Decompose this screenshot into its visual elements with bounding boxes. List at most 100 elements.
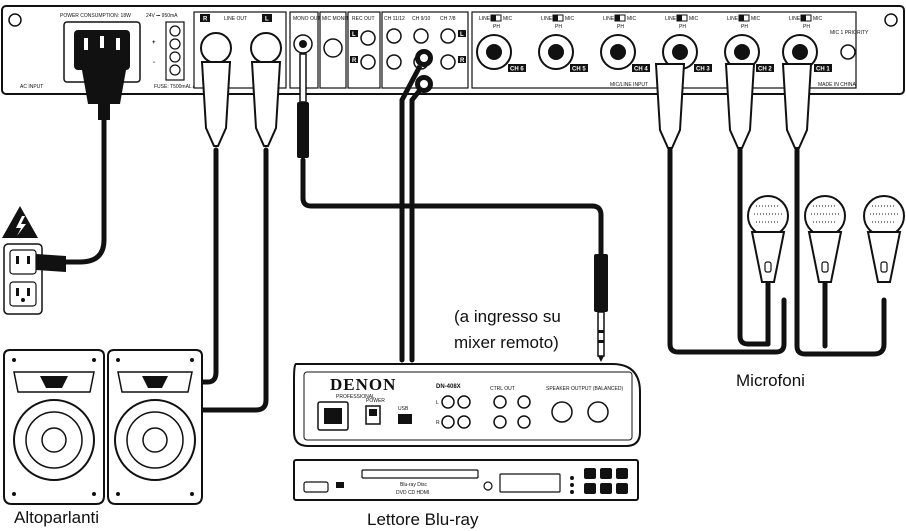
power-plug-head — [82, 70, 126, 104]
denon-xlr-out-r[interactable] — [587, 401, 609, 423]
line-switch-text: LINE- — [727, 16, 740, 22]
made-in-text: MADE IN CHINA — [818, 82, 856, 88]
aux-r-label: R — [460, 58, 465, 64]
denon-rca-r1[interactable] — [441, 415, 455, 429]
denon-rca-r2[interactable] — [457, 415, 471, 429]
bluray-btn-4[interactable] — [584, 483, 596, 494]
channel-4: LINE- MIC PH CH 4 — [600, 14, 650, 73]
ch-9-10-l-jack[interactable] — [413, 28, 429, 44]
dc-terminal-4[interactable] — [169, 64, 181, 76]
plus-text: + — [152, 40, 156, 46]
minus-text: - — [153, 60, 155, 66]
mic-plug-ch1 — [781, 63, 813, 149]
speakers — [3, 349, 203, 505]
dc-terminal-3[interactable] — [169, 51, 181, 63]
mic-cable-3 — [794, 147, 887, 357]
ch4-label: CH 4 — [634, 67, 648, 73]
mic-switch-text: MIC — [689, 16, 699, 22]
bluray-disc-tray[interactable] — [361, 469, 479, 479]
ph-text: PH — [741, 24, 748, 30]
power-consumption-text: POWER CONSUMPTION: 18W — [60, 13, 131, 19]
outlet-socket-bottom[interactable] — [9, 281, 37, 307]
denon-brand: DENON — [330, 375, 396, 394]
mic-switch-text: MIC — [503, 16, 513, 22]
connectors — [82, 53, 813, 362]
denon-rca-extra-1[interactable] — [517, 395, 531, 409]
denon-ctrl-out-text: CTRL OUT — [490, 386, 515, 392]
line-switch-text: LINE- — [603, 16, 616, 22]
rec-out-r-jack[interactable] — [360, 54, 376, 70]
denon-dn408x: DENON PROFESSIONAL DN-408X POWER USB L R… — [293, 363, 641, 447]
dc-terminal-1[interactable] — [169, 25, 181, 37]
bluray-power-button[interactable] — [303, 481, 329, 493]
bluray-disc-text: Blu-ray Disc — [400, 482, 427, 488]
wall-plug — [36, 254, 66, 272]
mic-monitor-jack[interactable] — [323, 38, 343, 58]
denon-usb-port[interactable] — [398, 414, 412, 424]
remote-jack-plug — [594, 254, 608, 312]
bluray-btn-1[interactable] — [584, 468, 596, 479]
denon-ctrl-out-r[interactable] — [493, 415, 507, 429]
microphone-3 — [863, 195, 905, 283]
denon-l-text: L — [436, 400, 439, 406]
mixer-rear-panel: POWER CONSUMPTION: 18W 24V ⎓ 950mA AC IN… — [1, 5, 905, 102]
mic-plug-ch2 — [724, 63, 756, 149]
ch-11-12-l-jack[interactable] — [386, 28, 402, 44]
microphone-1 — [747, 195, 789, 283]
rec-out-text: REC OUT — [352, 16, 375, 22]
mic-cable-1 — [667, 147, 787, 355]
denon-power-text: POWER — [366, 398, 385, 404]
bluray-btn-3[interactable] — [616, 468, 628, 479]
aux-l-label: L — [460, 32, 464, 38]
bluray-btn-2[interactable] — [600, 468, 612, 479]
mono-jack-plug — [297, 102, 309, 158]
mic-switch-text: MIC — [813, 16, 823, 22]
ch-7-8-text: CH 7/8 — [440, 16, 456, 22]
speaker-right — [107, 349, 203, 505]
ch2-label: CH 2 — [758, 67, 772, 73]
denon-model: DN-408X — [436, 384, 461, 390]
mic-switch-text: MIC — [751, 16, 761, 22]
denon-ctrl-out-l[interactable] — [493, 395, 507, 409]
line-out-r-cable — [199, 147, 219, 385]
mic1-priority-switch[interactable] — [840, 44, 856, 60]
line-out-text: LINE OUT — [224, 16, 247, 22]
denon-xlr-out-l[interactable] — [551, 401, 573, 423]
ph-text: PH — [803, 24, 810, 30]
bluray-btn-6[interactable] — [616, 483, 628, 494]
speakers-label: Altoparlanti — [14, 508, 100, 527]
dc-terminal-2[interactable] — [169, 38, 181, 50]
xlr-out-l[interactable] — [250, 32, 282, 64]
mono-out-text: MONO OUT — [293, 16, 321, 22]
denon-rca-l1[interactable] — [441, 395, 455, 409]
bluray-player: Blu-ray Disc DVD CD HDMI — [293, 459, 639, 501]
ch-7-8-r-jack[interactable] — [440, 54, 456, 70]
cables — [59, 97, 887, 413]
ch3-label: CH 3 — [696, 67, 710, 73]
mic-cable-2 — [737, 147, 771, 347]
ch-11-12-r-jack[interactable] — [386, 54, 402, 70]
microphones-label: Microfoni — [736, 371, 805, 390]
rec-out-l-jack[interactable] — [360, 30, 376, 46]
fuse-text: FUSE: T500mAL AC250V — [154, 84, 212, 90]
bluray-ir-sensor — [483, 481, 493, 491]
xlr-plug-r — [200, 61, 232, 147]
denon-rca-l2[interactable] — [457, 395, 471, 409]
xlr-out-r[interactable] — [200, 32, 232, 64]
ch1-label: CH 1 — [816, 67, 830, 73]
bluray-btn-5[interactable] — [600, 483, 612, 494]
mic-plug-ch3 — [654, 63, 686, 149]
denon-usb-text: USB — [398, 406, 409, 412]
denon-rca-extra-2[interactable] — [517, 415, 531, 429]
channel-3: LINE- MIC PH CH 3 — [662, 14, 712, 73]
bluray-display — [499, 473, 561, 493]
ch-7-8-l-jack[interactable] — [440, 28, 456, 44]
line-switch-text: LINE- — [789, 16, 802, 22]
line-switch-text: LINE- — [479, 16, 492, 22]
ph-text: PH — [555, 24, 562, 30]
line-switch-text: LINE- — [541, 16, 554, 22]
ph-text: PH — [493, 24, 500, 30]
outlet-socket-top[interactable] — [9, 249, 37, 275]
line-out-r-label: R — [203, 17, 208, 23]
remote-mixer-label-line2: mixer remoto) — [454, 333, 559, 352]
